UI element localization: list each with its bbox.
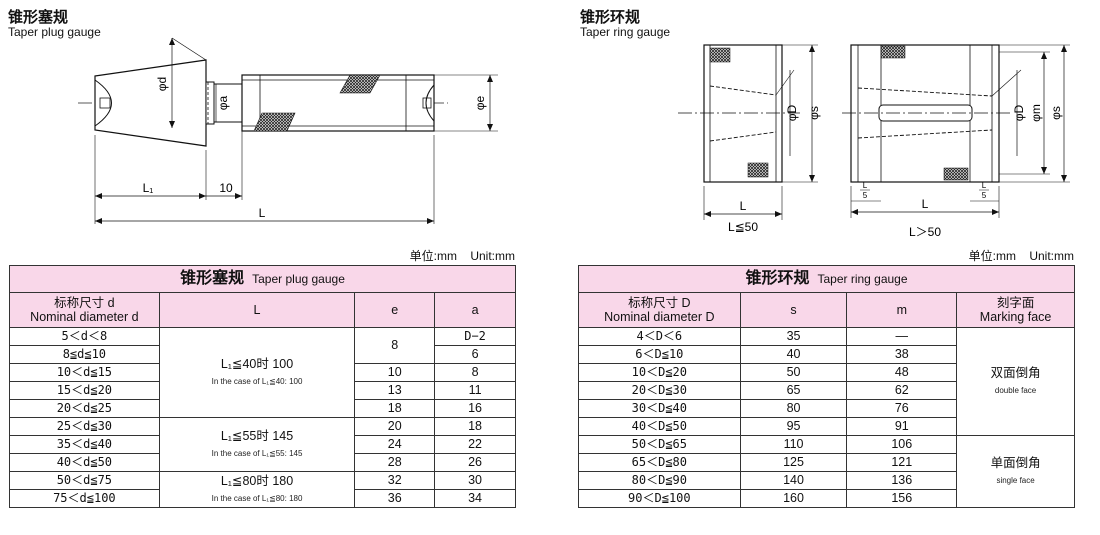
plug-dim-e: φe [473,95,487,110]
table-row: 75＜d≦100 36 34 [9,489,516,508]
svg-text:L: L [863,181,868,190]
ring-title-en: Taper ring gauge [580,25,671,39]
plug-unit-label: 单位:mm Unit:mm [409,249,515,263]
ring-dim-L-small: L [740,199,747,213]
plug-title-en: Taper plug gauge [8,25,101,39]
table-row: 8≦d≦10 6 [9,345,516,364]
plug-header-nominal: 标称尺寸 d Nominal diameter d [9,292,160,328]
ring-header-m: m [846,292,958,328]
plug-title-zh: 锥形塞规 [8,9,69,26]
plug-center-hole-left [94,79,112,127]
ring-dim-L-large: L [922,197,929,211]
ring-unit-label: 单位:mm Unit:mm [968,249,1074,263]
ring-cond-small: L≦50 [728,220,758,234]
table-row: 40＜d≦50 28 26 [9,453,516,472]
plug-header-L: L [158,292,356,328]
plug-dim-10: 10 [219,181,233,195]
plug-header-e: e [354,292,436,328]
ring-dim-s-small: φs [807,106,821,120]
ring-dim-m: φm [1029,104,1043,122]
ring-gauge-drawing: L L≦50 φD φs φD φm φs L L＞50 L 5 L 5 [678,44,1070,239]
table-row: 5＜d＜8 L₁≦40时 100 In the case of L₁≦40: 1… [9,327,516,418]
svg-text:5: 5 [863,191,868,200]
table-row: 50＜D≦65 110 106 单面倒角 single face [578,435,1075,508]
plug-gauge-drawing: φd φa φe L₁ 10 L [78,37,498,224]
plug-dim-L: L [259,206,266,220]
plug-L-group-1: L₁≦40时 100 In the case of L₁≦40: 100 [158,327,356,418]
ring-marking-single: 单面倒角 single face [956,435,1075,508]
ring-cond-large: L＞50 [909,225,941,239]
table-row: 4＜D＜6 35 — 双面倒角 double face [578,327,1075,436]
plug-center-hole-right [425,84,435,122]
plug-knurl-bottom [253,112,296,132]
ring-header-nominal: 标称尺寸 D Nominal diameter D [578,292,741,328]
plug-L-group-3: L₁≦80时 180 In the case of L₁≦80: 180 [158,471,356,508]
ring-dim-D-small: φD [785,104,799,121]
table-row: 50＜d≦75 L₁≦80时 180 In the case of L₁≦80:… [9,471,516,508]
ring-title-zh: 锥形环规 [580,9,641,26]
plug-header-a: a [434,292,516,328]
plug-L-group-2: L₁≦55时 145 In the case of L₁≦55: 145 [158,417,356,472]
ring-dim-s-large: φs [1049,106,1063,120]
plug-knurl-top [339,74,381,94]
ring-header-s: s [739,292,848,328]
table-row: 25＜d≦30 L₁≦55时 145 In the case of L₁≦55:… [9,417,516,472]
plug-dim-L1: L₁ [143,181,154,195]
svg-text:L: L [982,181,987,190]
plug-dim-d: φd [155,77,169,91]
plug-taper-body [94,59,207,147]
ring-dim-D-large: φD [1012,104,1026,121]
ring-marking-double: 双面倒角 double face [956,327,1075,436]
ring-body-small [703,44,783,183]
ring-header-marking: 刻字面 Marking face [956,292,1075,328]
plug-dim-a: φa [216,95,230,110]
svg-text:5: 5 [982,191,987,200]
table-row: 35＜d≦40 24 22 [9,435,516,454]
